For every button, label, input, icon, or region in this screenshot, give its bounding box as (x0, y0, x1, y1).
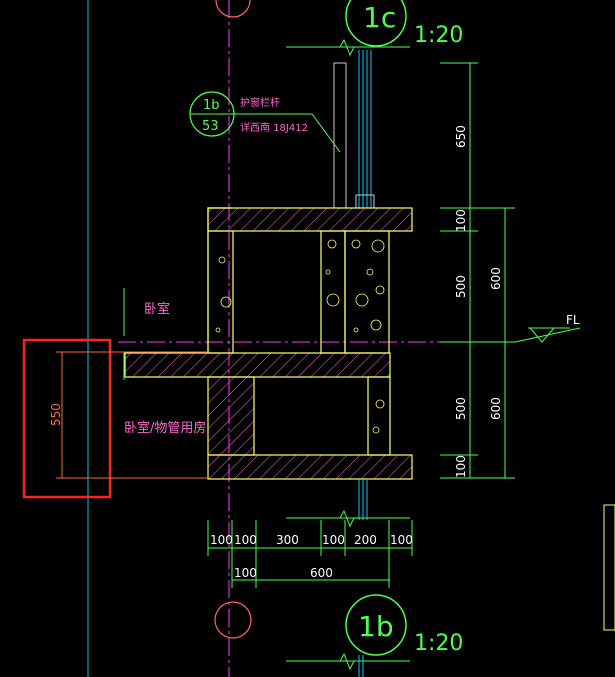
upper-slab (207, 207, 413, 232)
mid-wall-block-1 (320, 230, 346, 354)
detail-bubble-top (345, 0, 407, 47)
break-mark-top (339, 38, 355, 57)
detail-scale-top: 1:20 (414, 23, 463, 48)
vdim-500-lower: 500 (454, 397, 468, 420)
callout-leader-diag (311, 113, 341, 153)
callout-bottom: 53 (202, 119, 219, 134)
axis-bubble-top (215, 0, 251, 18)
hdim-100-b: 100 (234, 533, 257, 547)
railing-post (333, 62, 347, 209)
callout-note-1: 护窗栏杆 (240, 96, 280, 109)
vdim-100-bottom: 100 (454, 455, 468, 478)
floor-slab (124, 352, 391, 378)
upper-parapet-outline (207, 207, 232, 353)
detail-id-top: 1c (363, 1, 396, 34)
vdim-100-top: 100 (454, 209, 468, 232)
lower-slab (207, 454, 413, 480)
break-mark-bottom (339, 652, 355, 671)
dim-550-label: 550 (49, 403, 63, 426)
hdim-100-e: 100 (234, 566, 257, 580)
level-mark (514, 327, 581, 343)
level-mark-label: FL (566, 313, 580, 327)
hdim-100-d: 100 (390, 533, 413, 547)
hdim-100-a: 100 (210, 533, 233, 547)
vdim-600-upper: 600 (489, 267, 503, 290)
detail-bubble-bottom (345, 594, 407, 656)
break-mark-mid (339, 509, 355, 528)
hdim-200: 200 (354, 533, 377, 547)
callout-note-2: 详西南 18J412 (240, 121, 308, 134)
vdim-600-lower: 600 (489, 397, 503, 420)
concrete-texture (215, 239, 385, 434)
highlight-box (22, 338, 112, 499)
hdim-600: 600 (310, 566, 333, 580)
mid-wall-block-2 (344, 230, 390, 354)
room-label-lower: 卧室/物管用房 (124, 420, 206, 436)
room-label-upper: 卧室 (144, 301, 170, 317)
detail-scale-bottom: 1:20 (414, 631, 463, 656)
vdim-500-upper: 500 (454, 275, 468, 298)
hdim-100-c: 100 (322, 533, 345, 547)
vdim-650: 650 (454, 125, 468, 148)
lower-right-block (367, 376, 391, 456)
edge-fragment (603, 504, 615, 631)
lower-left-block (207, 376, 255, 456)
detail-id-bottom: 1b (358, 610, 394, 643)
callout-top: 1b (203, 98, 220, 113)
hdim-300: 300 (276, 533, 299, 547)
horizontal-dimensions (207, 520, 413, 588)
axis-bubble-bottom (214, 601, 252, 639)
vertical-dimensions (440, 62, 515, 479)
